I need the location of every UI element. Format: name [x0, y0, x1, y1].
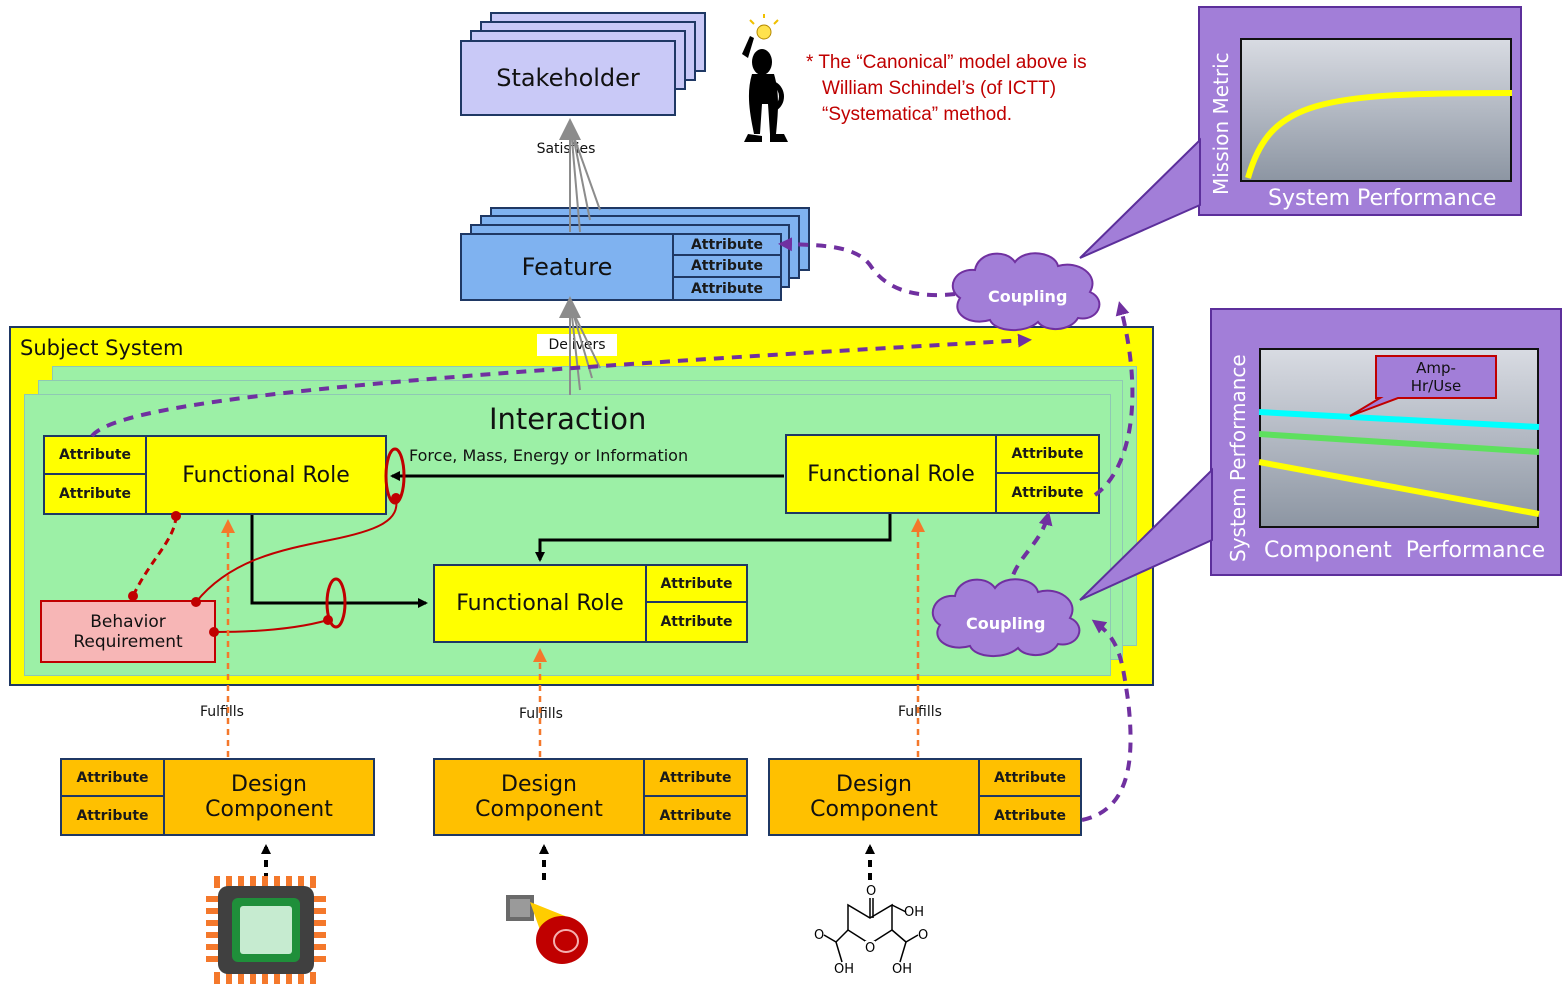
design-component-center[interactable]	[433, 758, 748, 836]
component-performance-ylabel: System Performance	[1226, 354, 1250, 562]
behavior-requirement-box[interactable]: Behavior Requirement	[40, 600, 216, 663]
delivers-label: Delivers	[537, 334, 617, 356]
fulfills-label-center: Fulfills	[519, 706, 563, 722]
mission-callout-wedge	[1079, 137, 1201, 259]
behavior-requirement-line1: Behavior	[90, 611, 166, 632]
design-component-right-attribute-2: Attribute	[978, 797, 1080, 834]
feature-attribute-2: Attribute	[672, 256, 780, 278]
flow-label: Force, Mass, Energy or Information	[409, 446, 689, 465]
feature-label: Feature	[521, 253, 613, 281]
emergency-stop-icon	[506, 895, 588, 964]
design-component-center-attribute-2: Attribute	[643, 797, 746, 834]
design-component-center-label: Design Component	[475, 772, 603, 822]
molecule-o-left: O	[814, 928, 825, 943]
molecule-o-top: O	[866, 884, 877, 899]
molecule-oh-br: OH	[892, 962, 913, 977]
subject-system-label: Subject System	[20, 336, 184, 360]
mission-metric-plot	[1240, 38, 1512, 182]
design-component-right-attribute-1: Attribute	[978, 760, 1080, 797]
icon-to-component-arrows	[261, 844, 875, 880]
molecule-oh-right: OH	[904, 905, 925, 920]
stakeholder-label: Stakeholder	[496, 64, 640, 92]
functional-role-left-attribute-1: Attribute	[45, 437, 147, 475]
functional-role-center-label: Functional Role	[456, 591, 624, 616]
design-component-left-attribute-1: Attribute	[62, 760, 165, 797]
functional-role-center[interactable]	[433, 564, 748, 643]
satisfies-label: Satisfies	[530, 139, 602, 159]
functional-role-right-attribute-2: Attribute	[995, 474, 1098, 512]
design-component-left-attribute-2: Attribute	[62, 797, 165, 834]
interaction-label: Interaction	[489, 402, 647, 436]
note-line-2: William Schindel’s (of ICTT)	[822, 78, 1057, 99]
functional-role-left-attribute-2: Attribute	[45, 475, 147, 513]
functional-role-right-attribute-1: Attribute	[995, 436, 1098, 474]
feature-attribute-1: Attribute	[672, 235, 780, 256]
behavior-requirement-line2: Requirement	[73, 631, 183, 652]
feature-attribute-3: Attribute	[672, 278, 780, 299]
component-performance-xlabel: Component Performance	[1264, 538, 1546, 563]
microchip-icon	[206, 876, 326, 984]
amphr-label: Amp- Hr/Use	[1410, 359, 1462, 395]
functional-role-right[interactable]	[785, 434, 1100, 514]
functional-role-left-label: Functional Role	[182, 462, 350, 488]
thinking-figure-icon	[742, 14, 788, 142]
design-component-left[interactable]	[60, 758, 375, 836]
stakeholder-box[interactable]: Stakeholder	[460, 40, 676, 116]
functional-role-right-label: Functional Role	[807, 461, 975, 487]
mission-metric-ylabel: Mission Metric	[1209, 52, 1233, 195]
fulfills-label-right: Fulfills	[898, 704, 942, 720]
mission-metric-xlabel: System Performance	[1268, 186, 1497, 211]
design-component-left-label: Design Component	[205, 772, 333, 822]
design-component-right[interactable]	[768, 758, 1082, 836]
note-line-1: * The “Canonical” model above is	[806, 52, 1087, 73]
fulfills-label-left: Fulfills	[200, 704, 244, 720]
design-component-right-label: Design Component	[810, 772, 938, 822]
functional-role-center-attribute-2: Attribute	[645, 603, 746, 641]
canonical-note: * The “Canonical” model above is William…	[806, 50, 1087, 128]
feature-box[interactable]	[460, 233, 782, 301]
note-line-3: “Systematica” method.	[822, 104, 1013, 125]
coupling-label-bottom: Coupling	[966, 614, 1046, 633]
molecule-o-ring: O	[865, 941, 876, 956]
functional-role-center-attribute-1: Attribute	[645, 566, 746, 603]
design-component-center-attribute-1: Attribute	[643, 760, 746, 797]
molecule-o-right: O	[918, 928, 929, 943]
molecule-oh-bl: OH	[834, 962, 855, 977]
coupling-label-top: Coupling	[988, 287, 1068, 306]
